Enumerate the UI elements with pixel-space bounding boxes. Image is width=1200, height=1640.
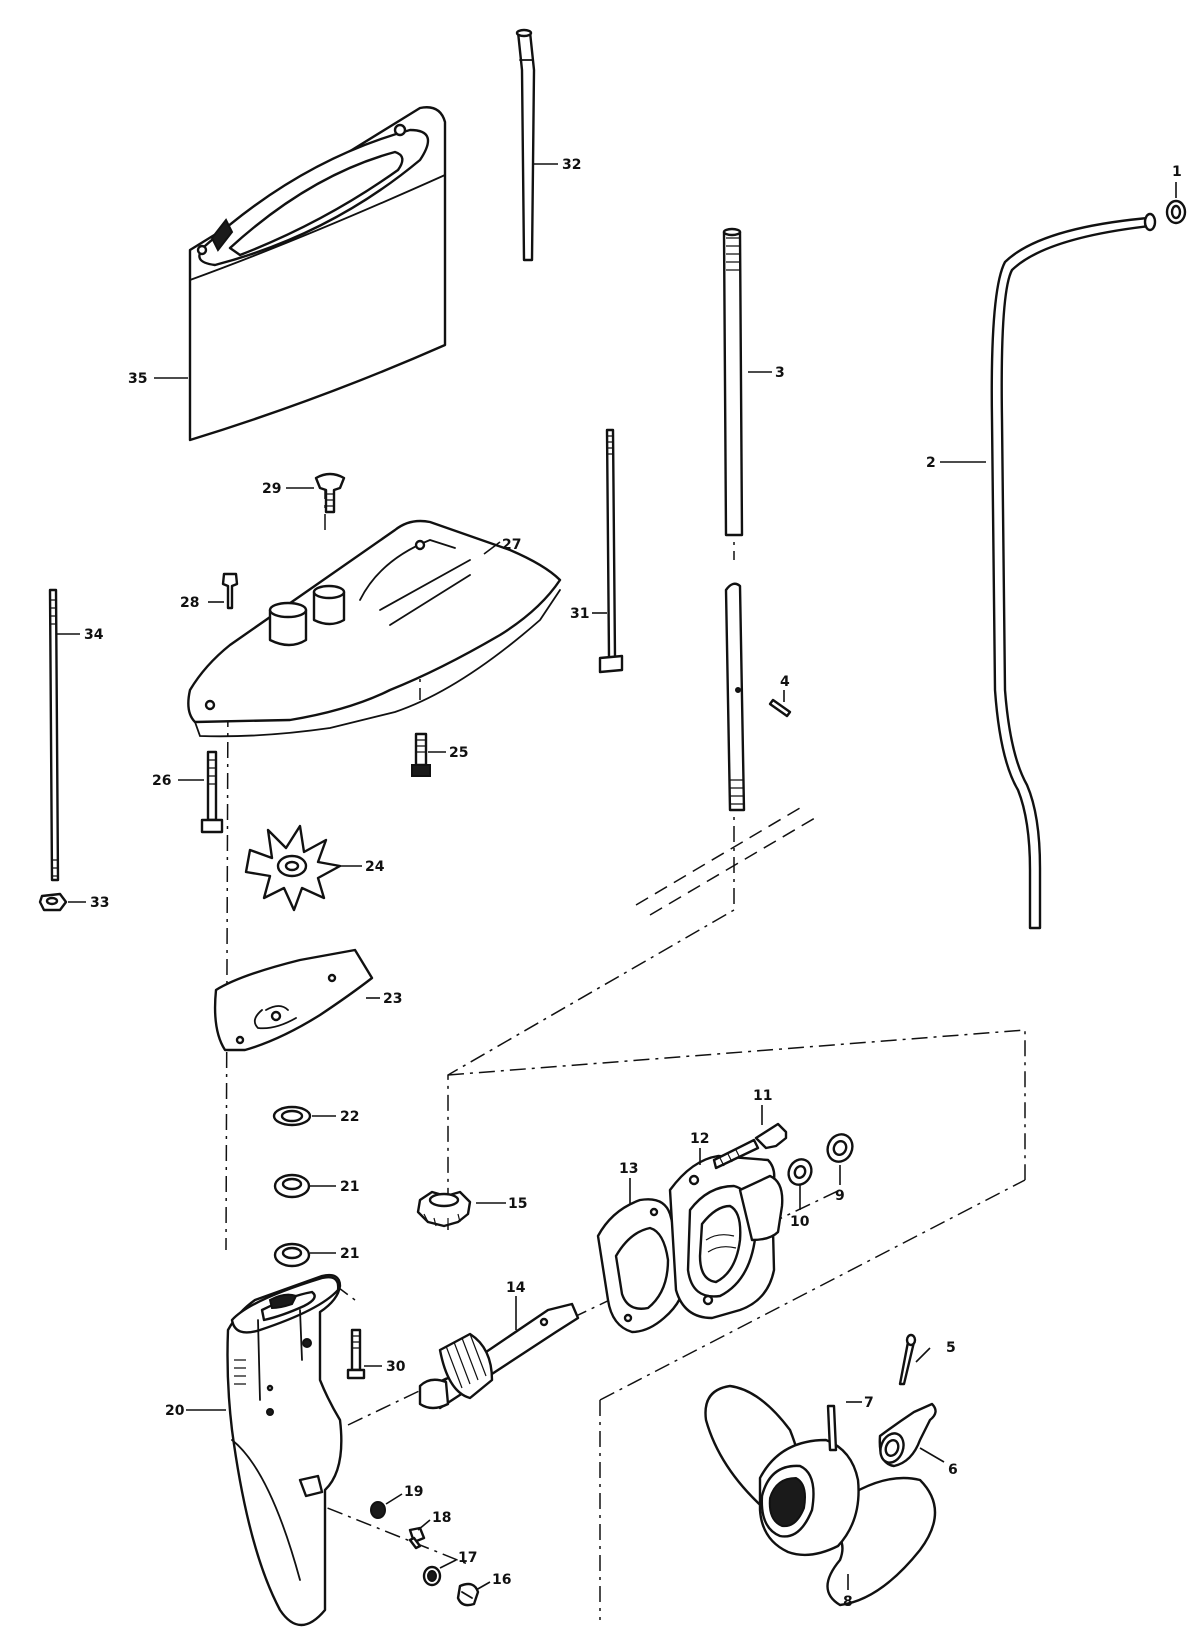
label-part-5: 5 — [946, 1340, 956, 1356]
part-20-gear-housing — [226, 1273, 343, 1627]
label-part-27: 27 — [502, 537, 521, 553]
part-11-bolt — [712, 1122, 788, 1170]
label-part-14: 14 — [506, 1280, 526, 1296]
part-30-screw — [346, 1328, 366, 1380]
label-part-8: 8 — [843, 1594, 853, 1610]
label-part-22: 22 — [340, 1109, 359, 1125]
part-22-seal — [272, 1105, 312, 1127]
part-19-washer — [370, 1501, 386, 1519]
part-31-stud — [598, 428, 624, 674]
part-17-washer — [422, 1565, 442, 1587]
label-part-10: 10 — [790, 1214, 810, 1230]
label-part-4: 4 — [780, 674, 790, 690]
label-part-33: 33 — [90, 895, 109, 911]
part-24-impeller — [244, 824, 342, 912]
part-21-seal-lower — [273, 1242, 311, 1268]
label-part-15: 15 — [508, 1196, 527, 1212]
part-4-pin — [768, 698, 792, 718]
part-28-bolt — [221, 572, 239, 610]
label-part-2: 2 — [926, 455, 936, 471]
part-1-grommet — [1165, 199, 1187, 225]
part-7-shear-pin — [826, 1404, 838, 1452]
label-part-9: 9 — [835, 1188, 845, 1204]
label-part-30: 30 — [386, 1359, 406, 1375]
label-part-20: 20 — [165, 1403, 185, 1419]
part-15-pinion-gear — [416, 1190, 472, 1228]
label-part-21-lower: 21 — [340, 1246, 359, 1262]
label-part-21-upper: 21 — [340, 1179, 359, 1195]
label-part-3: 3 — [775, 365, 785, 381]
label-part-13: 13 — [619, 1161, 638, 1177]
part-18-screw — [408, 1526, 426, 1550]
label-part-25: 25 — [449, 745, 468, 761]
label-part-18: 18 — [432, 1510, 451, 1526]
part-10-seal — [787, 1158, 813, 1186]
label-part-16: 16 — [492, 1572, 511, 1588]
part-6-prop-nut — [878, 1402, 937, 1468]
label-part-1: 1 — [1172, 164, 1182, 180]
label-part-26: 26 — [152, 773, 171, 789]
part-14-prop-shaft-gear — [418, 1302, 580, 1410]
label-part-32: 32 — [562, 157, 581, 173]
part-32-shift-rod — [515, 28, 536, 262]
part-3-drive-shaft-lower — [724, 582, 746, 812]
leader-lines — [56, 163, 1177, 1591]
part-34-stud — [48, 588, 60, 882]
label-part-35: 35 — [128, 371, 147, 387]
part-9-washer — [826, 1133, 854, 1163]
label-part-7: 7 — [864, 1395, 874, 1411]
label-part-34: 34 — [84, 627, 104, 643]
label-part-12: 12 — [690, 1131, 709, 1147]
part-21-seal-upper — [273, 1173, 311, 1199]
part-8-propeller — [704, 1384, 937, 1607]
label-part-24: 24 — [365, 859, 385, 875]
part-25-screw — [411, 732, 431, 777]
part-16-plug-screw — [456, 1582, 480, 1607]
part-27-pump-plate — [187, 519, 562, 738]
part-23-wear-plate — [213, 948, 374, 1052]
label-part-29: 29 — [262, 481, 281, 497]
label-part-23: 23 — [383, 991, 402, 1007]
label-part-17: 17 — [458, 1550, 477, 1566]
label-part-28: 28 — [180, 595, 199, 611]
part-12-bearing-carrier — [668, 1154, 784, 1320]
part-number-labels: 1 2 3 4 5 6 7 8 9 10 11 12 13 14 15 16 1… — [84, 157, 1182, 1610]
part-29-plug — [314, 472, 346, 514]
label-part-11: 11 — [753, 1088, 772, 1104]
part-3-drive-shaft-upper — [722, 227, 744, 537]
label-part-31: 31 — [570, 606, 589, 622]
part-35-shroud — [188, 106, 447, 442]
label-part-19: 19 — [404, 1484, 423, 1500]
part-5-cotter-pin — [898, 1333, 917, 1386]
label-part-6: 6 — [948, 1462, 958, 1478]
part-2-water-tube — [990, 212, 1157, 930]
part-33-nut — [38, 892, 68, 912]
part-26-bolt — [200, 750, 224, 834]
